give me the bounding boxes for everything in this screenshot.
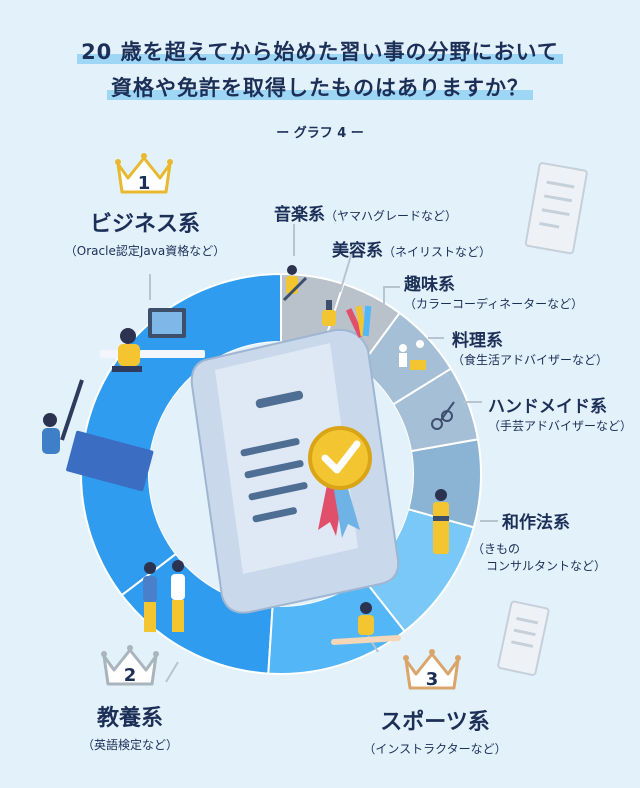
label-japanese-note: （きものコンサルタントなど） (472, 540, 606, 574)
crown-silver-icon: 2 (101, 645, 159, 686)
rank-2-number: 2 (124, 665, 137, 686)
label-culture-sub: （英語検定など） (81, 738, 178, 752)
title-line-1: 20 歳を超えてから始めた習い事の分野において (0, 36, 640, 66)
title-text-1: 20 歳を超えてから始めた習い事の分野において (77, 40, 563, 64)
label-handmade-main: ハンドメイド系 (488, 397, 607, 417)
label-culture-main: 教養系 (96, 706, 163, 731)
document-deco-icon (524, 162, 588, 255)
label-culture: 教養系 （英語検定など） (50, 700, 210, 753)
couple-illustration (143, 560, 185, 632)
label-cooking-sub: （食生活アドバイザーなど） (452, 353, 609, 367)
cooking-people-illustration (399, 340, 426, 370)
rank-1-number: 1 (138, 173, 151, 194)
label-japanese: 和作法系 (502, 508, 570, 533)
scissors-icon (431, 401, 455, 430)
label-business: ビジネス系 （Oracle認定Java資格など） (50, 206, 240, 259)
label-japanese-main: 和作法系 (502, 513, 570, 533)
label-music: 音楽系（ヤマハグレードなど） (274, 200, 457, 225)
crown-bronze-icon: 3 (403, 649, 461, 690)
label-beauty-main: 美容系 (332, 241, 383, 261)
kimono-person-illustration (433, 489, 449, 554)
title-text-2: 資格や免許を取得したものはありますか？ (107, 76, 533, 100)
color-swatch-icon (345, 305, 372, 338)
nail-polish-icon (322, 300, 336, 326)
label-hobby-sub: （カラーコーディネーターなど） (404, 297, 584, 311)
label-cooking: 料理系 （食生活アドバイザーなど） (452, 326, 608, 368)
label-music-sub: （ヤマハグレードなど） (325, 209, 458, 223)
rank-3-number: 3 (426, 669, 439, 690)
label-handmade-sub: （手芸アドバイザーなど） (488, 419, 633, 433)
label-japanese-sub1: （きもの (472, 542, 521, 556)
label-sports: スポーツ系 （インストラクターなど） (350, 704, 520, 757)
label-sports-sub: （インストラクターなど） (363, 742, 507, 756)
graph-subtitle: ー グラフ 4 ー (276, 126, 364, 141)
label-hobby: 趣味系 （カラーコーディネーターなど） (404, 270, 583, 312)
document-deco-icon-2 (497, 600, 550, 676)
yoga-person-illustration (331, 602, 401, 645)
label-business-main: ビジネス系 (89, 212, 200, 237)
title-line-2: 資格や免許を取得したものはありますか？ (0, 72, 640, 102)
pen-person-illustration (42, 379, 154, 492)
business-person-illustration (100, 308, 205, 372)
label-beauty-sub: （ネイリストなど） (383, 245, 492, 259)
label-cooking-main: 料理系 (452, 331, 503, 351)
label-beauty: 美容系（ネイリストなど） (332, 236, 491, 261)
label-business-sub: （Oracle認定Java資格など） (64, 244, 226, 258)
crown-gold-icon: 1 (115, 153, 173, 194)
label-handmade: ハンドメイド系 （手芸アドバイザーなど） (488, 392, 632, 434)
guitar-player-illustration (282, 265, 308, 302)
label-hobby-main: 趣味系 (404, 275, 455, 295)
label-sports-main: スポーツ系 (380, 710, 490, 735)
certificate-illustration (190, 328, 400, 614)
label-music-main: 音楽系 (274, 205, 325, 225)
label-japanese-sub2: コンサルタントなど） (486, 559, 607, 573)
